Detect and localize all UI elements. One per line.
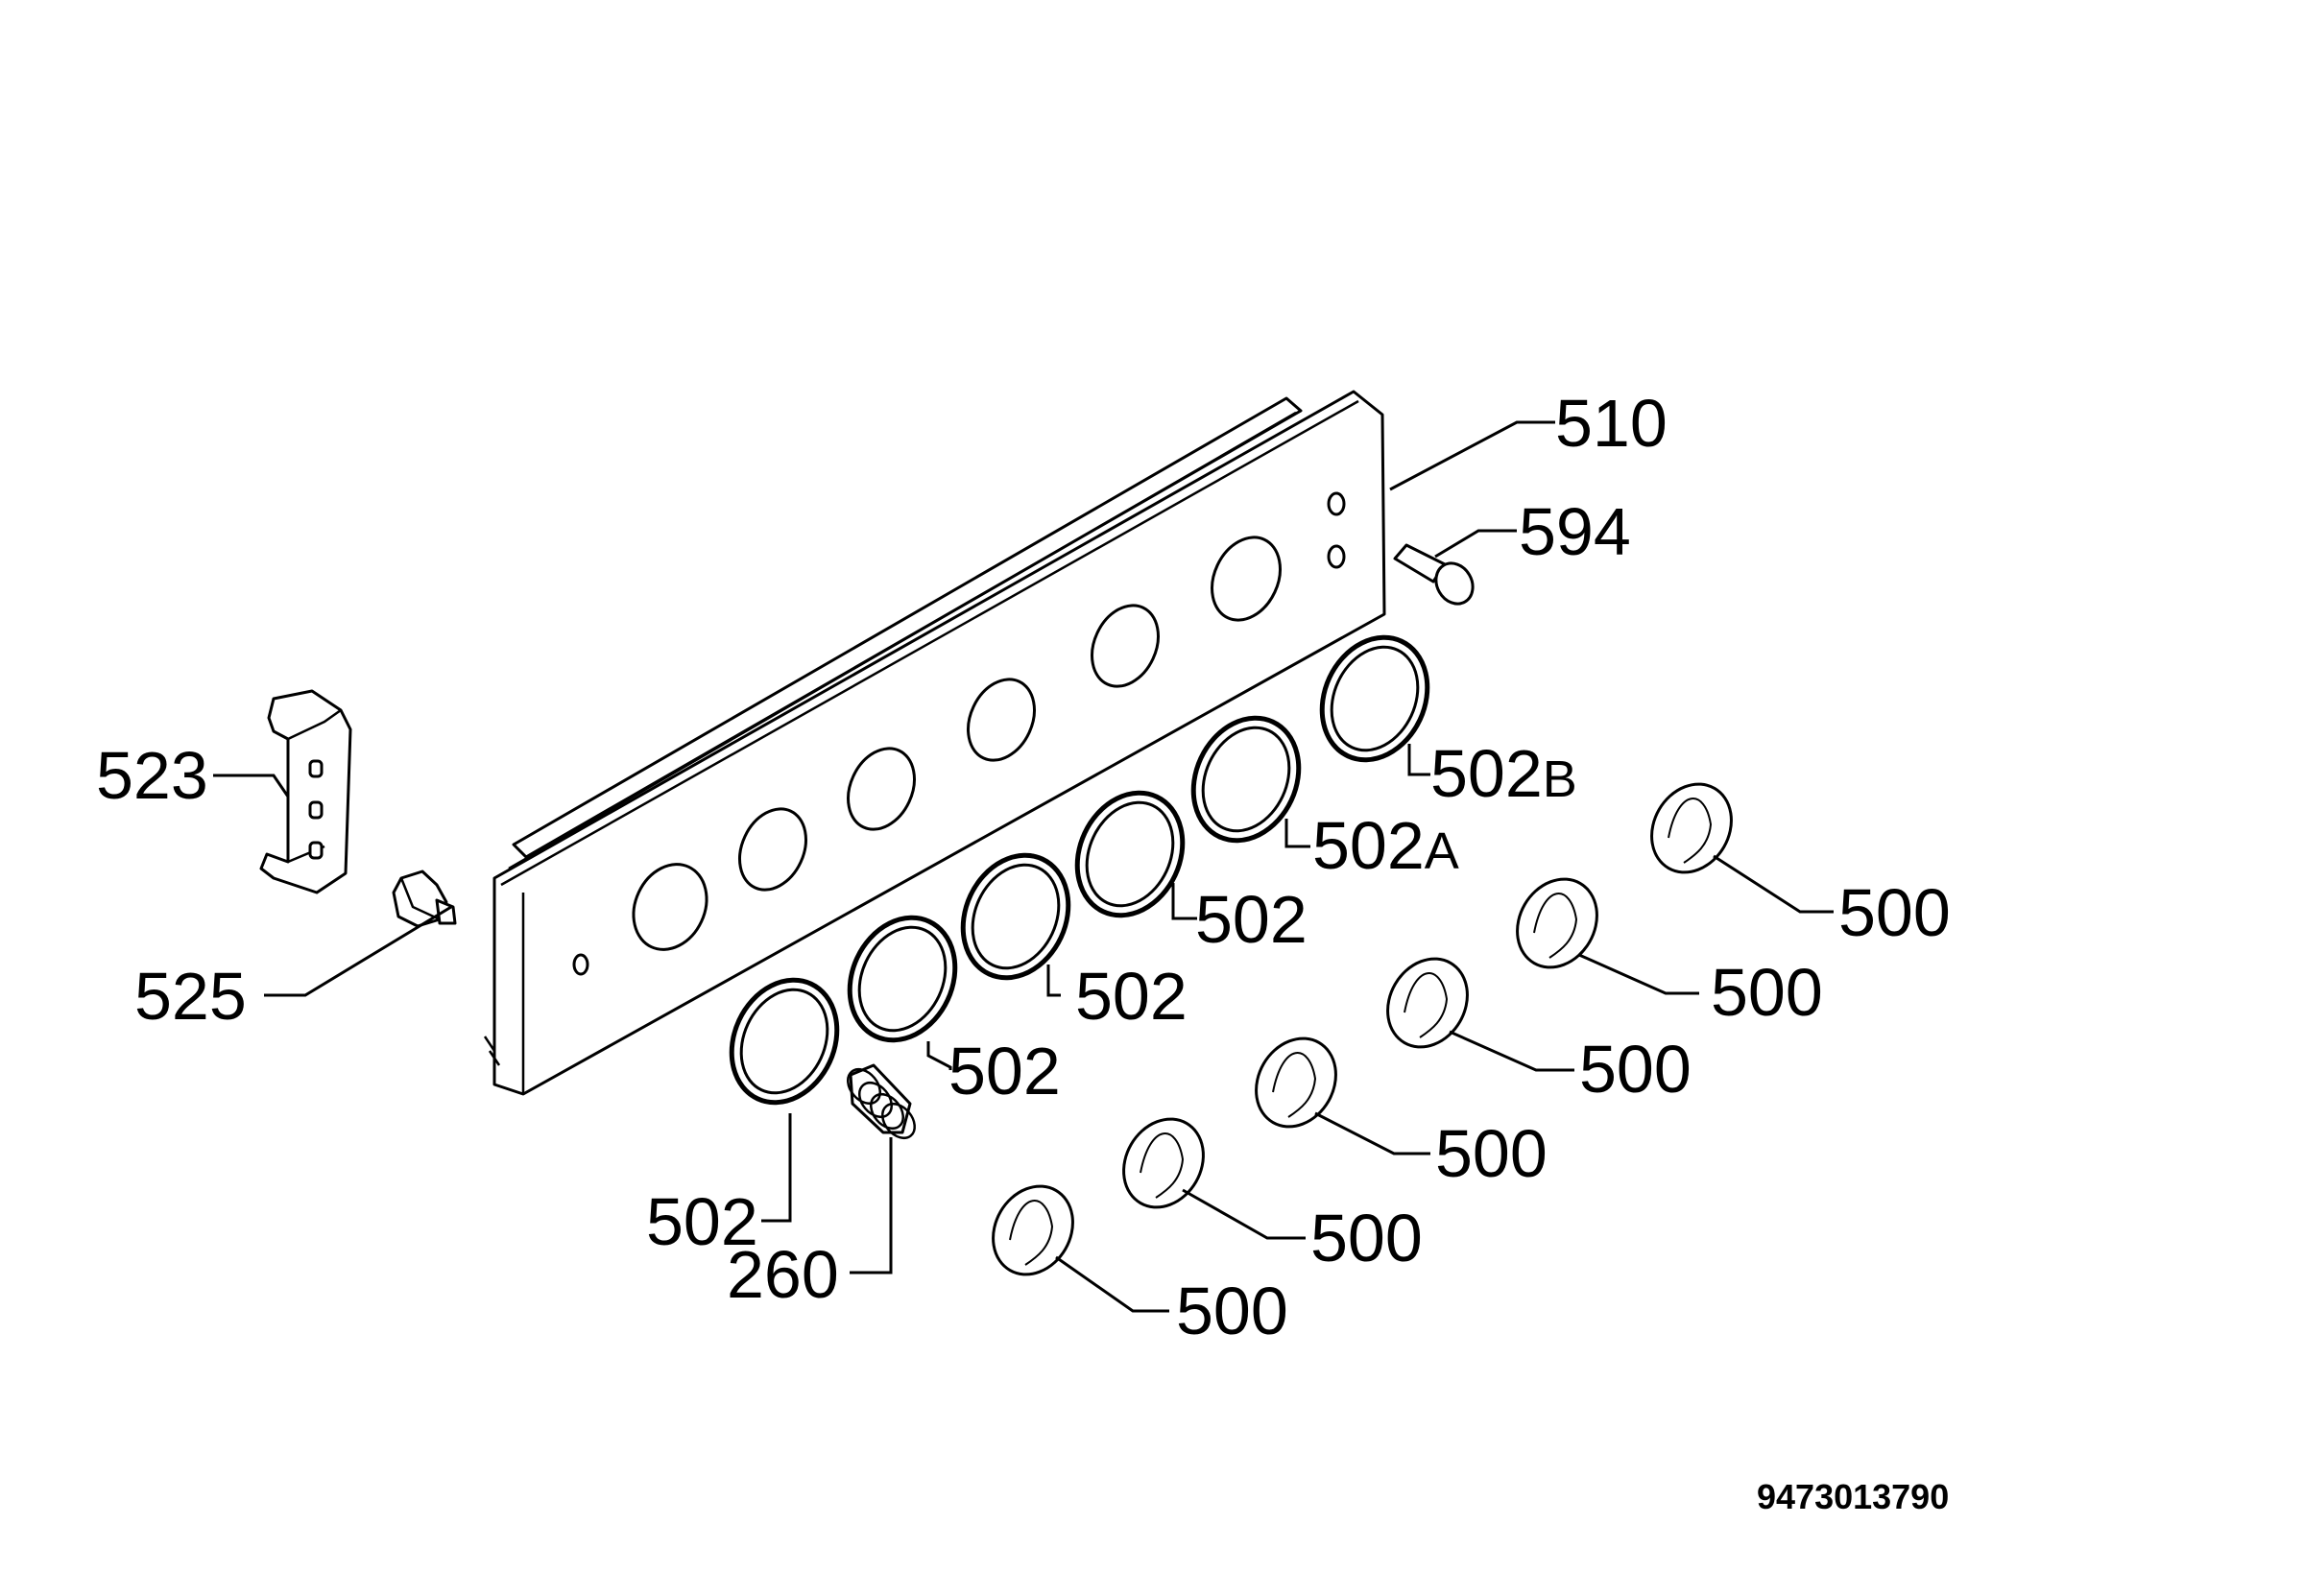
document-number: 9473013790 <box>1757 1477 1949 1516</box>
label-594: 594 <box>1519 494 1631 569</box>
label-500-2: 500 <box>1310 1201 1423 1275</box>
control-knobs <box>992 782 1733 1276</box>
label-500-5: 500 <box>1711 955 1823 1030</box>
bezel-ring-b <box>1319 634 1430 763</box>
bezel-ring-1 <box>729 977 840 1106</box>
bezel-ring-4 <box>1074 790 1186 918</box>
label-502-third: 502 <box>1075 959 1188 1034</box>
label-502-bottom: 502 <box>646 1184 758 1259</box>
label-502-second: 502 <box>948 1034 1061 1108</box>
label-500-6: 500 <box>1838 875 1951 950</box>
spring-part <box>847 1063 916 1140</box>
bezel-ring-2 <box>847 915 958 1043</box>
leader-lines <box>213 420 1834 1313</box>
label-525: 525 <box>134 959 247 1034</box>
control-panel <box>483 390 1386 1096</box>
label-260: 260 <box>727 1237 839 1312</box>
label-502b: 502B <box>1430 736 1577 811</box>
bracket-part <box>259 689 352 894</box>
label-510: 510 <box>1555 386 1668 461</box>
bezel-ring-a <box>1190 715 1302 844</box>
knob-1 <box>992 1184 1074 1276</box>
label-500-3: 500 <box>1435 1116 1548 1191</box>
knob-2 <box>1122 1117 1205 1209</box>
label-500-4: 500 <box>1579 1032 1692 1107</box>
bezel-ring-3 <box>960 852 1071 981</box>
label-500-1: 500 <box>1176 1274 1288 1348</box>
part-labels: 510 594 523 525 502 260 502 502 502 502A… <box>96 386 1951 1516</box>
bezel-rings <box>729 634 1430 1106</box>
knob-5 <box>1516 877 1598 969</box>
knob-6 <box>1650 782 1733 874</box>
button-part <box>392 869 457 928</box>
knob-3 <box>1255 1036 1337 1129</box>
label-502-fourth: 502 <box>1195 882 1308 957</box>
screw-part <box>1393 543 1475 606</box>
knob-4 <box>1386 957 1469 1049</box>
label-502a: 502A <box>1312 808 1459 883</box>
label-523: 523 <box>96 738 208 813</box>
